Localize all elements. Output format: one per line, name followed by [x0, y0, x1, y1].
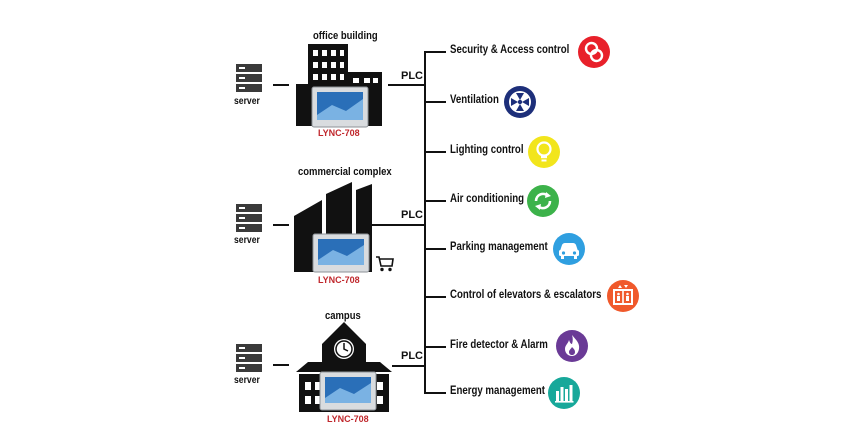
bar-chart-icon [548, 377, 580, 409]
elevator-icon [607, 280, 639, 312]
plc-label: PLC [401, 350, 423, 362]
recycle-arrows-icon [527, 185, 559, 217]
plc-label: PLC [401, 209, 423, 221]
connector-line [273, 84, 289, 86]
connector-line [388, 84, 424, 86]
site-title-commercial: commercial complex [298, 166, 392, 178]
site-title-office: office building [313, 30, 378, 42]
server-label: server [234, 96, 260, 107]
server-label: server [234, 235, 260, 246]
branch-line [424, 151, 446, 153]
system-label: Lighting control [450, 144, 524, 156]
system-label: Energy management [450, 385, 546, 397]
server-label: server [234, 375, 260, 386]
site-title-campus: campus [325, 310, 361, 322]
model-label: LYNC-708 [318, 128, 360, 138]
connector-line [370, 224, 424, 226]
server-icon [236, 344, 262, 372]
shopping-cart-icon [376, 256, 394, 272]
branch-line [424, 392, 446, 394]
lightbulb-icon [528, 136, 560, 168]
lync-708-panel-pc [319, 371, 377, 411]
fan-icon [504, 86, 536, 118]
branch-line [424, 200, 446, 202]
car-icon [553, 233, 585, 265]
system-label: Parking management [450, 241, 548, 253]
system-label: Control of elevators & escalators [450, 289, 602, 301]
system-label: Security & Access control [450, 44, 570, 56]
branch-line [424, 51, 446, 53]
access-control-icon [578, 36, 610, 68]
connector-line [392, 365, 424, 367]
branch-line [424, 346, 446, 348]
connector-line [273, 364, 289, 366]
lync-708-panel-pc [312, 233, 370, 273]
system-label: Ventilation [450, 94, 499, 106]
connector-line [273, 224, 289, 226]
bus-trunk-line [424, 51, 426, 393]
lync-708-panel-pc [311, 86, 369, 128]
model-label: LYNC-708 [318, 275, 360, 285]
branch-line [424, 296, 446, 298]
flame-icon [556, 330, 588, 362]
system-label: Fire detector & Alarm [450, 339, 548, 351]
system-label: Air conditioning [450, 193, 525, 205]
plc-label: PLC [401, 70, 423, 82]
branch-line [424, 101, 446, 103]
branch-line [424, 248, 446, 250]
server-icon [236, 204, 262, 232]
commercial-complex-icon [294, 182, 372, 272]
server-icon [236, 64, 262, 92]
model-label: LYNC-708 [327, 414, 369, 424]
